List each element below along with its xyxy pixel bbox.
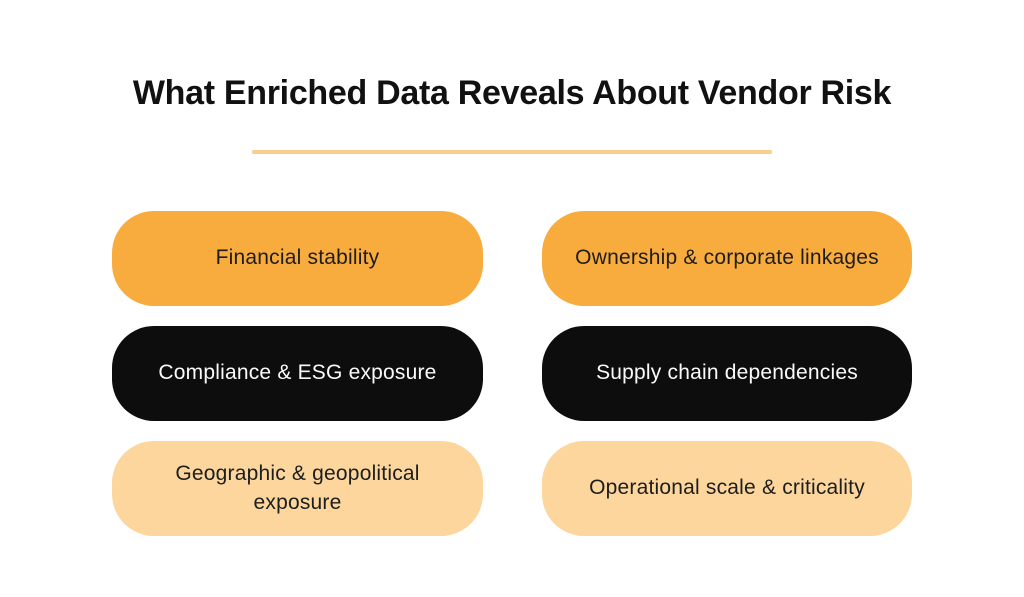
risk-card-label: Ownership & corporate linkages bbox=[575, 246, 879, 270]
page-title: What Enriched Data Reveals About Vendor … bbox=[132, 74, 892, 112]
risk-card-label: Geographic & geopolitical exposure bbox=[175, 462, 420, 514]
risk-card-ownership-linkages: Ownership & corporate linkages bbox=[542, 211, 912, 306]
risk-card-label: Compliance & ESG exposure bbox=[158, 361, 437, 385]
risk-card-operational-scale: Operational scale & criticality bbox=[542, 441, 912, 536]
risk-card-grid: Financial stability Ownership & corporat… bbox=[112, 211, 912, 536]
title-divider bbox=[252, 150, 772, 154]
risk-card-label: Supply chain dependencies bbox=[596, 361, 858, 385]
risk-card-financial-stability: Financial stability bbox=[112, 211, 483, 306]
risk-card-label: Operational scale & criticality bbox=[589, 476, 865, 500]
risk-card-supply-chain: Supply chain dependencies bbox=[542, 326, 912, 421]
risk-card-geographic-exposure: Geographic & geopolitical exposure bbox=[112, 441, 483, 536]
risk-card-compliance-esg: Compliance & ESG exposure bbox=[112, 326, 483, 421]
risk-card-label: Financial stability bbox=[215, 246, 380, 270]
